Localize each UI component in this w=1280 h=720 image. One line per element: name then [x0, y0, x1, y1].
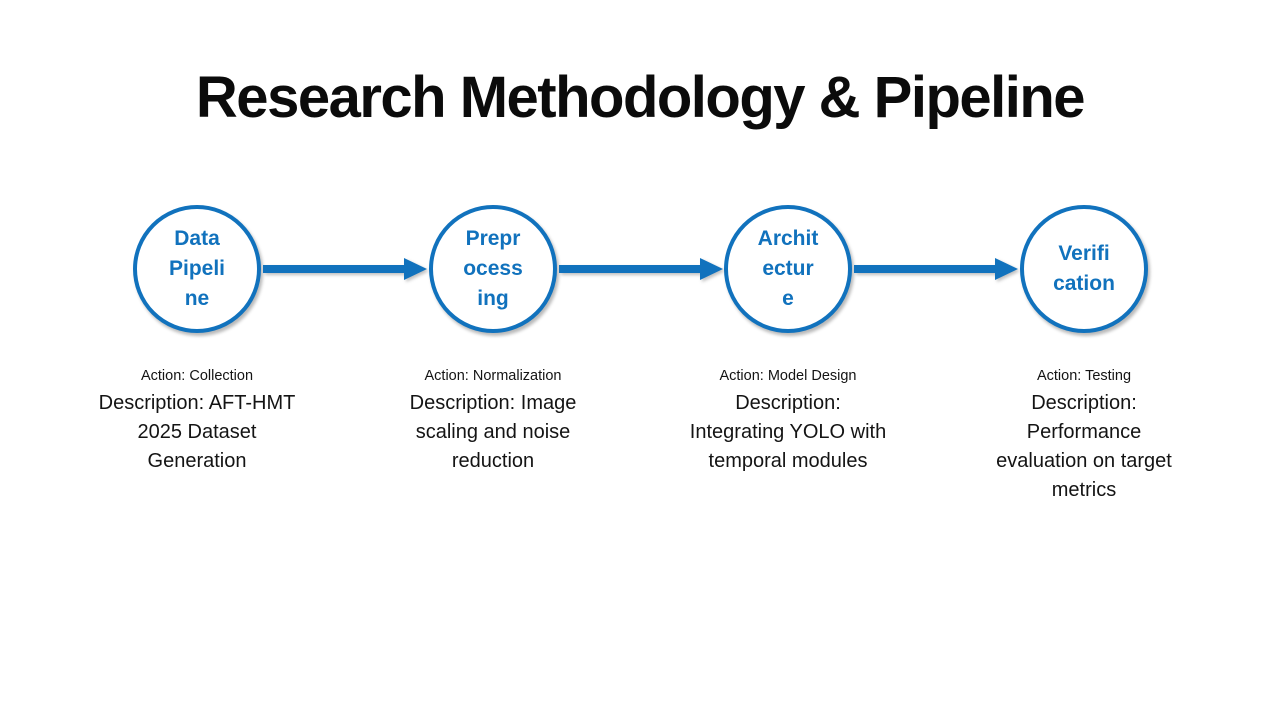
- step-caption: Action: Testing Description: Performance…: [952, 366, 1216, 505]
- pipeline-step-circle-verification: Verifi cation: [1020, 205, 1148, 333]
- step-action-text: Action: Normalization: [424, 368, 562, 384]
- flow-arrow-icon: [559, 258, 723, 280]
- slide-title: Research Methodology & Pipeline: [195, 65, 1086, 130]
- pipeline-step-circle-architecture: Archit ectur e: [724, 205, 852, 333]
- pipeline-step-label: Data Pipeli ne: [168, 227, 226, 310]
- step-caption: Action: Collection Description: AFT-HMT …: [65, 366, 329, 476]
- pipeline-step-label: Archit ectur e: [757, 227, 819, 310]
- step-description-text: Description: Image scaling and noise red…: [409, 392, 577, 472]
- pipeline-step-label: Prepr ocess ing: [463, 227, 523, 310]
- step-description-text: Description: AFT-HMT 2025 Dataset Genera…: [98, 392, 296, 472]
- step-caption: Action: Model Design Description: Integr…: [656, 366, 920, 476]
- step-action-text: Action: Testing: [1036, 368, 1132, 384]
- step-action-text: Action: Collection: [140, 368, 254, 384]
- step-action-text: Action: Model Design: [719, 368, 857, 384]
- step-caption: Action: Normalization Description: Image…: [361, 366, 625, 476]
- pipeline-step-circle-preprocessing: Prepr ocess ing: [429, 205, 557, 333]
- step-description-text: Description: Performance evaluation on t…: [996, 392, 1172, 501]
- flow-arrow-icon: [854, 258, 1018, 280]
- pipeline-step-label: Verifi cation: [1053, 242, 1115, 295]
- flow-arrow-icon: [263, 258, 427, 280]
- step-description-text: Description: Integrating YOLO with tempo…: [689, 392, 887, 472]
- pipeline-step-circle-data-pipeline: Data Pipeli ne: [133, 205, 261, 333]
